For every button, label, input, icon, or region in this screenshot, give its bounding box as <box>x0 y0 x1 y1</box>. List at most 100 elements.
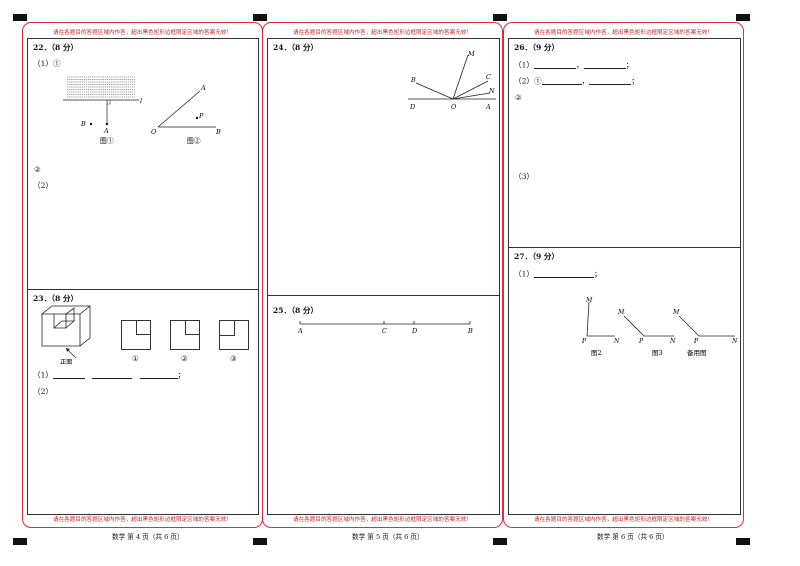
registration-mark-top-left <box>13 14 27 21</box>
blank-1[interactable] <box>534 270 595 278</box>
caption-fig2: 图② <box>187 137 201 145</box>
q23-header: 23．（8 分） <box>33 294 79 303</box>
view-1 <box>121 320 151 350</box>
label-A: A <box>297 327 303 335</box>
label-P: P <box>693 338 699 345</box>
registration-mark-bottom-right <box>736 538 750 545</box>
page-6-column: 请在各题目的答题区域内作答，超出黑色矩形边框限定区域的答案无效！ 请在各题目的答… <box>503 22 744 528</box>
label-O: O <box>151 128 157 136</box>
notice-bottom: 请在各题目的答题区域内作答，超出黑色矩形边框限定区域的答案无效！ <box>52 517 232 523</box>
label-M: M <box>467 50 475 58</box>
blank-3[interactable] <box>139 371 178 379</box>
label-M: M <box>585 297 593 304</box>
answer-box-q26[interactable]: 26．（9 分） （1），； （2）①，； ② （3） <box>508 38 741 248</box>
page-5-column: 请在各题目的答题区域内作答，超出黑色矩形边框限定区域的答案无效！ 请在各题目的答… <box>262 22 503 528</box>
label-N: N <box>669 338 676 345</box>
blank-2[interactable] <box>92 371 133 379</box>
label-B: B <box>80 120 86 128</box>
answer-box-q25[interactable]: 25．（8 分） A C D B <box>267 295 500 515</box>
river-hatch <box>67 76 135 98</box>
label-M: M <box>672 309 680 316</box>
registration-mark-bottom-mid-left <box>253 538 267 545</box>
ray-OM <box>452 54 469 100</box>
label-N: N <box>488 87 495 95</box>
notice-top: 请在各题目的答题区域内作答，超出黑色矩形边框限定区域的答案无效！ <box>52 30 232 36</box>
caption-fig2: 图2 <box>591 349 602 357</box>
label-N: N <box>613 338 620 345</box>
notice-bottom: 请在各题目的答题区域内作答，超出黑色矩形边框限定区域的答案无效！ <box>292 517 472 523</box>
q27-spare-figure: M P N 备用图 <box>672 309 738 357</box>
q23-part2: （2） <box>33 387 54 396</box>
label-O: O <box>451 103 457 111</box>
label-C: C <box>486 73 491 81</box>
q26-part1: （1），； <box>514 60 634 70</box>
answer-box-q24[interactable]: 24．（8 分） M B C N D O A <box>267 38 500 296</box>
q22-figure-1: l A B 图① <box>63 76 142 145</box>
ray-OC <box>452 80 489 100</box>
q27-header: 27．（9 分） <box>514 252 560 261</box>
label-P: P <box>198 112 204 120</box>
q22-part1: （1）① <box>33 59 61 68</box>
blank-1[interactable] <box>534 61 577 69</box>
point-A-dot <box>105 122 109 126</box>
label-B: B <box>467 327 473 335</box>
caption-spare: 备用图 <box>687 348 707 357</box>
view-3 <box>219 320 249 350</box>
q27-figure-3: M P N 图3 <box>617 309 676 357</box>
ray-OB <box>415 82 454 100</box>
view-label-1: ① <box>132 354 139 363</box>
right-angle-mark <box>107 100 111 105</box>
caption-front: 正面 <box>60 359 72 366</box>
ray-PM <box>678 315 700 337</box>
point-B-dot <box>89 122 93 126</box>
answer-box-q22[interactable]: 22．（8 分） （1）① l A B 图① A O B <box>27 38 259 290</box>
registration-mark-top-right <box>736 14 750 21</box>
blank-4[interactable] <box>589 77 632 85</box>
ray-PM <box>586 301 590 337</box>
label-B: B <box>215 128 221 136</box>
q24-header: 24．（8 分） <box>273 43 319 52</box>
q22-sub2: ② <box>34 165 41 174</box>
q26-sub2: ② <box>515 93 522 102</box>
q26-part2: （2）①，； <box>514 76 639 86</box>
label-A: A <box>485 103 491 111</box>
ray-OA <box>157 90 201 128</box>
q23-solid-figure: 正面 <box>40 305 92 366</box>
label-l: l <box>140 97 142 105</box>
answer-box-q27[interactable]: 27．（9 分） （1）； M P N 图2 M P N 图3 M P N 备用… <box>508 247 741 515</box>
notice-top: 请在各题目的答题区域内作答，超出黑色矩形边框限定区域的答案无效！ <box>533 30 713 36</box>
blank-3[interactable] <box>541 77 582 85</box>
registration-mark-top-mid-left <box>253 14 267 21</box>
q23-part1: （1） ； <box>33 370 186 380</box>
caption-fig3: 图3 <box>652 349 663 357</box>
notice-bottom: 请在各题目的答题区域内作答，超出黑色矩形边框限定区域的答案无效！ <box>533 517 713 523</box>
label-D: D <box>411 327 418 335</box>
answer-box-q23[interactable]: 23．（8 分） 正面 ① ② ③ （1） <box>27 289 259 515</box>
footer-page-6: 数学 第 6 页（共 6 页） <box>597 533 669 541</box>
q25-header: 25．（8 分） <box>273 306 319 315</box>
caption-fig1: 图① <box>100 137 114 145</box>
label-B: B <box>410 76 416 84</box>
registration-mark-top-mid-right <box>493 14 507 21</box>
page-4-column: 请在各题目的答题区域内作答，超出黑色矩形边框限定区域的答案无效！ 请在各题目的答… <box>22 22 263 528</box>
view-label-2: ② <box>181 354 188 363</box>
ray-ON <box>452 92 491 100</box>
label-P: P <box>581 338 587 345</box>
label-N: N <box>731 338 738 345</box>
ray-PM <box>623 315 645 337</box>
blank-1[interactable] <box>53 371 86 379</box>
label-P: P <box>638 338 644 345</box>
blank-2[interactable] <box>583 61 626 69</box>
point-P-dot <box>195 116 199 120</box>
registration-mark-bottom-left <box>13 538 27 545</box>
label-M: M <box>617 309 625 316</box>
label-A: A <box>200 84 206 92</box>
notice-top: 请在各题目的答题区域内作答，超出黑色矩形边框限定区域的答案无效！ <box>292 30 472 36</box>
label-A: A <box>103 127 109 135</box>
q25-segment-figure: A C D B <box>297 321 473 335</box>
label-C: C <box>382 327 387 335</box>
q26-header: 26．（9 分） <box>514 43 560 52</box>
q26-part3: （3） <box>514 172 535 181</box>
q22-part2: （2） <box>33 181 54 190</box>
view-label-3: ③ <box>230 354 237 363</box>
